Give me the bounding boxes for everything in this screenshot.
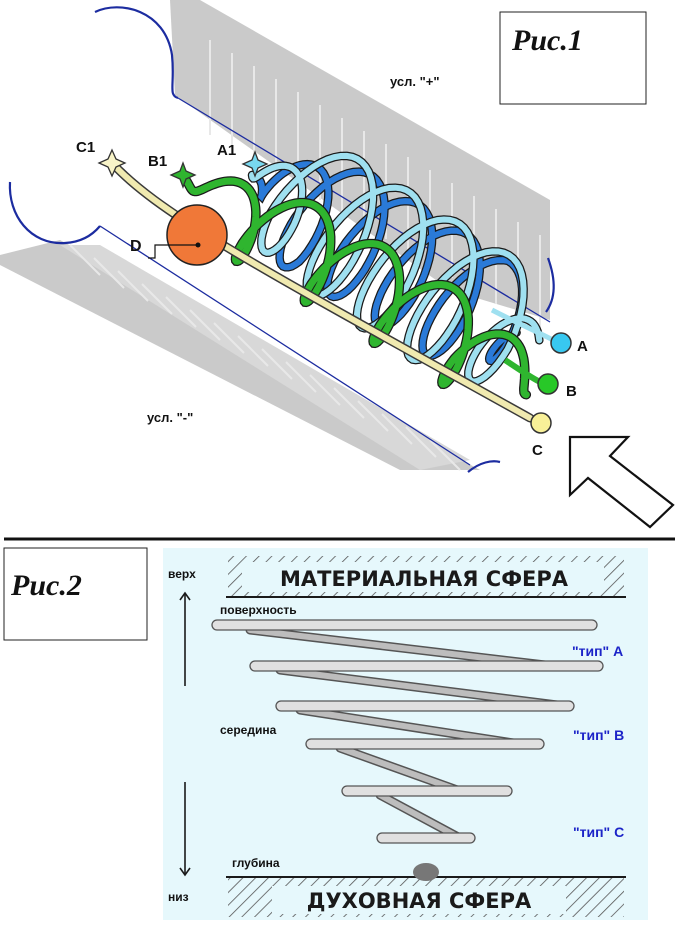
vertical-axis (179, 591, 191, 877)
type-a-label: "тип" А (572, 643, 623, 659)
type-c-label: "тип" С (573, 824, 624, 840)
bottom-sphere-label: ДУХОВНАЯ СФЕРА (307, 889, 532, 913)
fig2-title: Рис.2 (10, 569, 82, 602)
fig1-title: Рис.1 (511, 24, 583, 57)
axis-top-label: верх (168, 567, 196, 581)
helix-b-tail (503, 357, 542, 385)
zigzag-diagonal-fill (337, 745, 463, 794)
zigzag-bar (341, 785, 513, 797)
stair-step-line (261, 348, 293, 380)
ball-d-center-dot (195, 242, 201, 248)
type-b-label: "тип" В (573, 727, 624, 743)
end-ball-a (550, 332, 572, 354)
fig2-panel (163, 548, 648, 920)
zigzag-diagonal-fill (277, 667, 568, 709)
stair-step-line (405, 426, 437, 458)
top-sphere-label: МАТЕРИАЛЬНАЯ СФЕРА (280, 567, 569, 591)
stair-step-line (69, 244, 101, 276)
depth-core-dot (413, 863, 439, 881)
stair-step-line (93, 257, 125, 289)
zigzag-bar (211, 619, 598, 631)
stair-step-line (381, 413, 413, 445)
label-minus: усл. "-" (147, 410, 193, 425)
axis-bottom-label: низ (168, 890, 189, 904)
end-ball-b (537, 373, 559, 395)
stair-step-line (285, 361, 317, 393)
frame-line-lower (99, 225, 471, 466)
zigzag-bar (305, 738, 545, 750)
frame-arc-left (8, 181, 101, 245)
fig2-title-box (3, 547, 148, 641)
helix-a-tail (490, 307, 555, 343)
star-a1-icon (241, 150, 269, 178)
ball-d (166, 204, 228, 266)
label-c: C (532, 442, 543, 459)
stair-step-line (237, 335, 269, 367)
lower-stair-shade (60, 245, 470, 470)
straight-core-line-fill (109, 160, 533, 421)
stair-step-line (189, 309, 221, 341)
star-c1-icon (97, 148, 127, 178)
stair-step-line (165, 296, 197, 328)
figure-1: C1 B1 A1 D A B C усл. "+" усл. "-" Рис.1 (0, 0, 675, 529)
fig1-title-box (499, 11, 647, 105)
direction-arrow-icon (568, 435, 675, 529)
label-b: B (566, 383, 577, 400)
frame-line-upper (177, 97, 551, 323)
figure-2: Рис.2 МАТЕРИАЛЬНАЯ СФЕРА ДУХОВНАЯ СФЕРА … (3, 547, 648, 920)
label-a1: A1 (217, 142, 236, 159)
ball-d-leader (148, 244, 197, 259)
stair-step-line (333, 387, 365, 419)
bottom-sphere-label-bg (272, 886, 566, 914)
zigzag-diagonal-fill (247, 627, 548, 668)
stair-step-line (117, 270, 149, 302)
tube-frame (8, 6, 555, 473)
level-surface-label: поверхность (220, 603, 297, 617)
label-c1: C1 (76, 139, 95, 156)
zigzag-bar (249, 660, 604, 672)
end-ball-c (530, 412, 552, 434)
zigzag-bar (376, 832, 476, 844)
helix-b (255, 161, 525, 364)
level-middle-label: середина (220, 723, 277, 737)
stair-step-line (141, 283, 173, 315)
label-d: D (130, 238, 142, 255)
zigzag-diagonal-fill (377, 792, 463, 841)
frame-arc-top-left (94, 6, 179, 100)
label-a: A (577, 338, 588, 355)
label-plus: усл. "+" (390, 74, 440, 89)
stair-step-line (357, 400, 389, 432)
zigzag-path (211, 619, 604, 844)
stair-step-line (429, 439, 461, 471)
zigzag-bar (275, 700, 575, 712)
level-depth-label: глубина (232, 856, 280, 870)
label-b1: B1 (148, 153, 167, 170)
top-sphere-label-bg (242, 562, 604, 592)
frame-arc-bottom (467, 460, 501, 473)
stair-step-line (213, 322, 245, 354)
frame-arc-right (545, 257, 555, 313)
star-b1-icon (169, 161, 197, 189)
stair-step-line (309, 374, 341, 406)
zigzag-diagonal-fill (297, 707, 523, 747)
